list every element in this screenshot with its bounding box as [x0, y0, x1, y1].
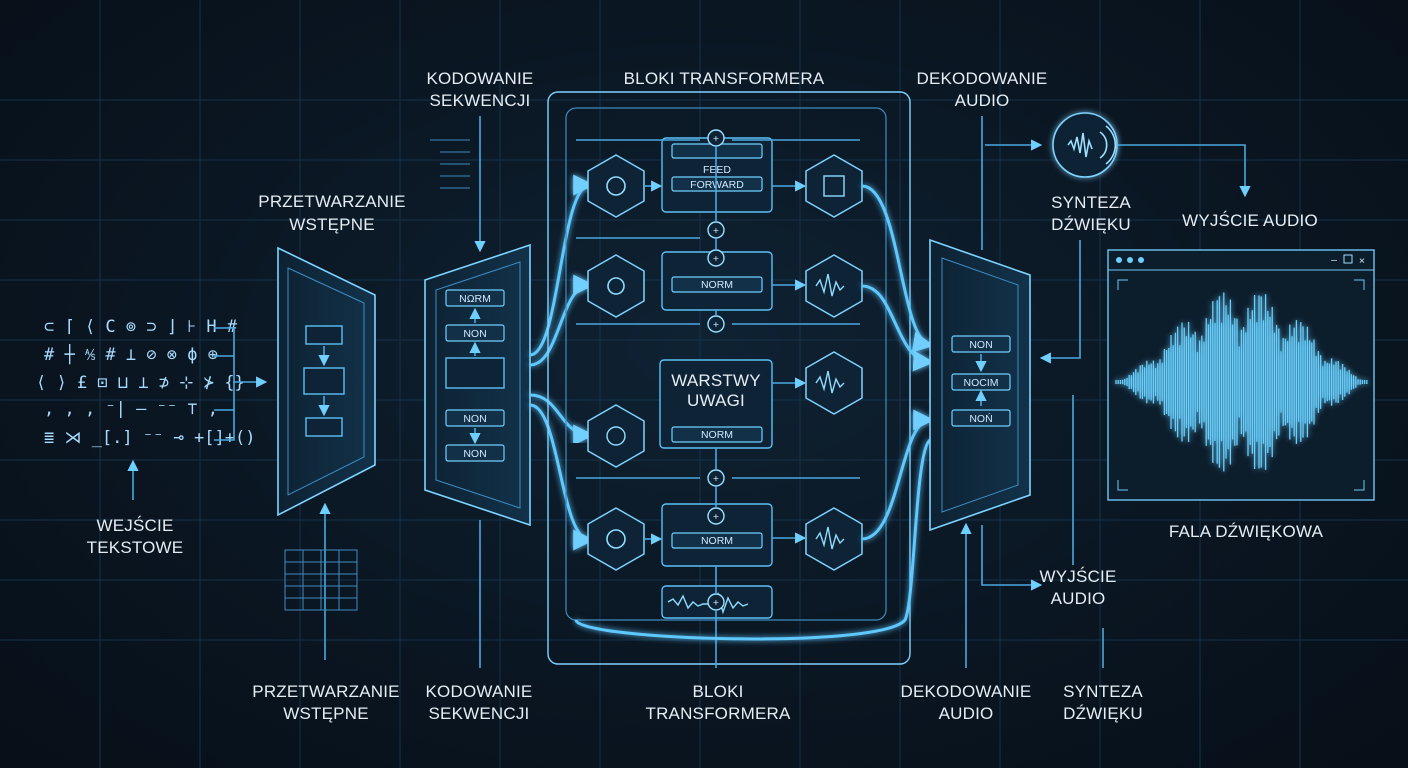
synth-bottom-label: DŹWIĘKU: [1063, 704, 1143, 723]
audio-output-label: WYJŚCIE: [1040, 567, 1117, 586]
encoding-bottom-label: KODOWANIE: [426, 682, 533, 701]
waveform-icon: [805, 254, 863, 318]
decoder-non-pill: NON: [969, 339, 992, 351]
window-dot-icon: [1127, 257, 1133, 263]
feed-pill: FEED: [703, 164, 731, 176]
gear-icon: [587, 154, 645, 218]
decoding-label: DEKODOWANIE: [917, 69, 1048, 88]
waveform-icon: [805, 351, 863, 415]
flow-arrow: [861, 409, 935, 541]
decoding-bottom-label: DEKODOWANIE: [901, 682, 1032, 701]
transformer-row-feedforward: FEED FORWARD +: [587, 129, 863, 218]
synth-label: SYNTEZA: [1051, 193, 1131, 212]
svg-text:+: +: [713, 473, 719, 485]
close-icon: ×: [1359, 255, 1365, 267]
decoding-label: AUDIO: [955, 91, 1010, 110]
transformer-row-norm: + NORM: [587, 249, 863, 318]
waveform-icon: [805, 507, 863, 571]
transformer-label: BLOKI TRANSFORMERA: [624, 69, 825, 88]
audio-waveform: [1115, 292, 1368, 472]
audio-output-label: AUDIO: [1051, 589, 1106, 608]
transformer-frame: [547, 91, 911, 665]
transformer-row-norm-bottom: + NORM: [587, 503, 863, 571]
transformer-inner-frame: [565, 107, 887, 621]
window-dot-icon: [1116, 257, 1122, 263]
synth-bottom-label: SYNTEZA: [1063, 682, 1143, 701]
preprocess-bit-grid: [284, 549, 358, 611]
synth-feedback-arrow: [1039, 240, 1081, 364]
encoder-non-pill: NON: [463, 448, 486, 460]
svg-text:+: +: [713, 133, 719, 145]
encoder-top-lines: [430, 139, 470, 189]
attention-label: UWAGI: [687, 391, 745, 410]
flow-arrow: [529, 174, 595, 357]
attention-label: WARSTWY: [671, 371, 761, 390]
input-connector: [214, 327, 268, 388]
brain-icon: [587, 404, 645, 468]
svg-text:+: +: [713, 511, 719, 523]
text-input-label: TEKSTOWE: [87, 538, 184, 557]
norm-pill: NORM: [701, 429, 733, 441]
flow-arrow: [529, 274, 595, 367]
symbol-row: ⊂ ⌈ ⟨ C ⊚ ⊃ ⌋ ⊦ H #: [44, 317, 238, 337]
audio-output-label: WYJŚCIE AUDIO: [1182, 211, 1318, 230]
encoding-bottom-label: SEKWENCJI: [429, 704, 530, 723]
decoder-panel: NON NOCIM NOŃ: [929, 238, 1031, 532]
speaker-icon: [1052, 112, 1118, 178]
attention-block: WARSTWY UWAGI NORM: [587, 351, 863, 468]
flow-arrow: [861, 184, 935, 353]
encoder-non-pill: NON: [463, 328, 486, 340]
symbol-row: # ┼ ⅍ # ⊥ ⊘ ⊗ ϕ ⊕: [44, 344, 218, 365]
svg-text:+: +: [713, 319, 719, 331]
encoding-label: KODOWANIE: [427, 69, 534, 88]
preprocess-bottom-label: WSTĘPNE: [283, 704, 368, 723]
decoder-bottom-pill: NOŃ: [969, 412, 992, 425]
flow-arrow: [529, 393, 595, 446]
waveform-label: FALA DŹWIĘKOWA: [1169, 522, 1324, 541]
symbol-row: , , , ⁻| – ⁻⁻ ⊤ ,: [44, 399, 218, 419]
gear-icon: [587, 507, 645, 571]
svg-text:+: +: [713, 597, 719, 609]
norm-pill: NORM: [701, 535, 733, 547]
text-input-label: WEJŚCIE: [97, 516, 174, 535]
text-input-symbols: ⊂ ⌈ ⟨ C ⊚ ⊃ ⌋ ⊦ H # # ┼ ⅍ # ⊥ ⊘ ⊗ ϕ ⊕ ⟨ …: [36, 317, 255, 448]
encoder-norm-pill: NΩRM: [459, 293, 491, 305]
norm-pill: NORM: [701, 279, 733, 291]
encoder-non-pill: NON: [463, 413, 486, 425]
preprocess-label: PRZETWARZANIE: [258, 192, 405, 211]
preprocess-panel: [277, 246, 376, 517]
preprocess-bottom-label: PRZETWARZANIE: [252, 682, 399, 701]
flow-arrow: [529, 403, 595, 551]
decoding-bottom-label: AUDIO: [939, 704, 994, 723]
decoder-mid-pill: NOCIM: [964, 377, 999, 389]
encoder-panel: NΩRM NON NON NON: [424, 243, 531, 527]
decoder-audio-out-arrow: [981, 525, 1043, 591]
waveform-window: – ×: [1107, 249, 1375, 501]
flow-arrow: [861, 284, 935, 372]
forward-pill: FORWARD: [690, 179, 744, 191]
synth-label: DŹWIĘKU: [1051, 215, 1131, 234]
input-connector: [214, 410, 235, 441]
chip-icon: [805, 154, 863, 218]
network-icon: [587, 254, 645, 318]
svg-text:+: +: [713, 253, 719, 265]
encoding-label: SEKWENCJI: [430, 91, 531, 110]
flow-arrow: [574, 438, 932, 641]
transformer-bottom-label: TRANSFORMERA: [645, 704, 790, 723]
symbol-row: ≣ ⋊ _[.] ⁻⁻ ⊸ +[]+(): [44, 428, 255, 448]
svg-text:+: +: [713, 225, 719, 237]
minimize-icon: –: [1331, 254, 1337, 266]
preprocess-label: WSTĘPNE: [289, 215, 374, 234]
transformer-bottom-label: BLOKI: [692, 682, 743, 701]
window-dot-icon: [1138, 257, 1144, 263]
transformer-waveform-strip: +: [661, 585, 773, 619]
speaker-out-arrow: [1118, 144, 1251, 198]
maximize-icon: [1343, 254, 1353, 264]
symbol-row: ⟨ ⟩ £ ⊡ ⊔ ⊥ ⊅ ⊹ ⊁ {}: [36, 373, 245, 393]
